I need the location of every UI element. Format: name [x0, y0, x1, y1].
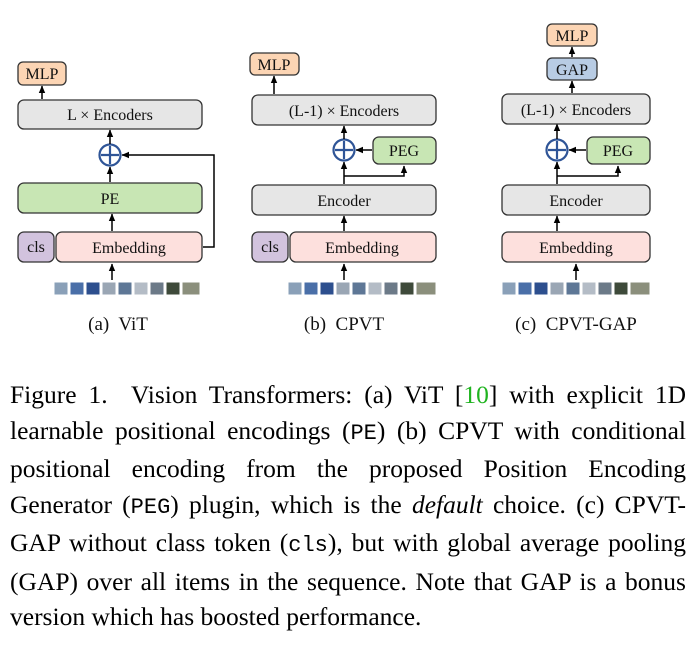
cls-label: cls: [261, 239, 279, 256]
embedding-label: Embedding: [325, 240, 399, 257]
panel-cpvt-gap: Embedding Encoder PEG (L-1) × Encoders G…: [501, 23, 651, 335]
encoder-box: [251, 184, 437, 216]
architecture-figure: cls Embedding PE L × Encoders MLP (a) Vi…: [17, 23, 651, 335]
panel-caption: (c) CPVT-GAP: [515, 314, 637, 335]
image-patches: [287, 281, 437, 296]
code-cls: cls: [288, 533, 328, 558]
figure-label: Figure 1.: [10, 380, 108, 409]
encoders-box: [17, 99, 203, 130]
image-patches: [501, 281, 651, 296]
add-icon: [98, 143, 122, 167]
add-icon: [545, 138, 569, 162]
caption-text: ), but with global average pooling (GAP)…: [10, 528, 686, 631]
caption-text: ] with explicit 1D learnable positional …: [10, 380, 687, 445]
caption-text: Vision Transformers: (a) ViT [: [130, 380, 464, 409]
figure-caption: Figure 1. Vision Transformers: (a) ViT […: [10, 377, 686, 635]
image-patches: [53, 281, 201, 296]
mlp-box: [546, 23, 598, 47]
emphasis-default: default: [411, 489, 483, 519]
embedding-label: Embedding: [92, 240, 166, 257]
embedding-box: [55, 231, 203, 263]
citation-link[interactable]: 10: [463, 380, 489, 409]
encoders-box: [501, 93, 651, 125]
embedding-label: Embedding: [539, 240, 613, 257]
panel-vit: cls Embedding PE L × Encoders MLP (a) Vi…: [17, 61, 215, 335]
panel-caption: (a) ViT: [88, 314, 148, 335]
caption-text: choice. (c) CPVT-GAP without class token…: [10, 489, 686, 558]
encoder-label: Encoder: [549, 193, 603, 210]
panel-caption: (b) CPVT: [304, 314, 385, 335]
embedding-box: [501, 231, 651, 263]
caption-text: ) (b) CPVT with conditional positional e…: [10, 415, 686, 519]
code-peg: PEG: [130, 494, 171, 520]
mlp-box: [17, 61, 67, 86]
encoders-label: L × Encoders: [67, 107, 153, 124]
gap-label: GAP: [556, 62, 588, 79]
pe-box: [17, 182, 203, 214]
peg-label: PEG: [603, 143, 634, 160]
encoders-box: [251, 94, 437, 126]
pe-label: PE: [101, 191, 120, 208]
encoders-label: (L-1) × Encoders: [521, 102, 631, 119]
add-icon: [332, 138, 356, 162]
code-pe: PE: [350, 420, 377, 446]
embedding-box: [289, 231, 437, 263]
encoder-box: [501, 184, 651, 216]
mlp-box: [249, 52, 300, 76]
encoders-label: (L-1) × Encoders: [289, 103, 399, 120]
peg-label: PEG: [389, 143, 420, 160]
cls-token-box: [251, 231, 289, 263]
encoder-label: Encoder: [317, 193, 371, 210]
gap-box: [546, 57, 598, 81]
panel-cpvt: cls Embedding Encoder PEG (L-1) × Encode…: [249, 52, 437, 335]
mlp-label: MLP: [26, 66, 59, 83]
peg-box: [586, 136, 651, 165]
caption-text: ) plugin, which is the: [170, 489, 412, 519]
cls-token-box: [17, 231, 55, 263]
peg-box: [372, 136, 437, 165]
cls-label: cls: [27, 239, 45, 256]
mlp-label: MLP: [258, 57, 291, 74]
mlp-label: MLP: [556, 28, 589, 45]
